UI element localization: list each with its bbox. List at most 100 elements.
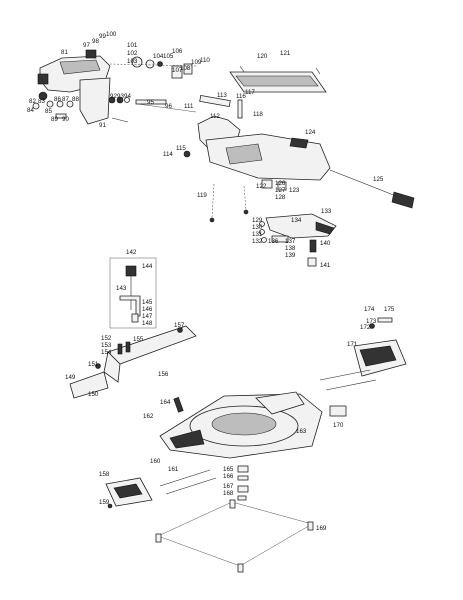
- callout-label: 124: [305, 129, 316, 136]
- rail-assembly: [229, 65, 327, 93]
- callout-label: 158: [99, 471, 110, 478]
- callout-label: 138: [285, 245, 296, 252]
- callout-label: 102: [127, 50, 138, 57]
- callout-label: 92: [110, 93, 117, 100]
- callout-label: 168: [223, 490, 234, 497]
- callout-label: 147: [142, 313, 153, 320]
- callout-label: 146: [142, 306, 153, 313]
- callout-label: 99: [99, 33, 106, 40]
- callout-label: 143: [116, 285, 127, 292]
- callout-label: 142: [126, 249, 137, 256]
- callout-label: 85: [45, 108, 52, 115]
- callout-label: 150: [88, 391, 99, 398]
- callout-label: 83: [38, 98, 45, 105]
- callout-label: 112: [210, 113, 220, 120]
- callout-label: 175: [384, 306, 395, 313]
- callout-label: 87: [62, 96, 69, 103]
- callout-label: 109: [191, 59, 202, 66]
- callout-label: 129: [252, 217, 263, 224]
- callout-label: 90: [62, 116, 69, 123]
- callout-label: 81: [61, 49, 68, 56]
- callout-label: 95: [147, 99, 154, 106]
- support-extension: [105, 477, 153, 509]
- callout-label: 149: [65, 374, 76, 381]
- left-fence: [69, 325, 197, 399]
- callout-label: 123: [289, 187, 300, 194]
- callout-label: 153: [101, 342, 112, 349]
- callout-label: 170: [333, 422, 344, 429]
- callout-label: 94: [124, 93, 131, 100]
- callout-label: 88: [72, 96, 79, 103]
- callout-label: 136: [268, 238, 279, 245]
- callout-label: 100: [106, 31, 117, 38]
- callout-label: 156: [158, 371, 169, 378]
- callout-label: 103: [127, 58, 138, 65]
- callout-label: 117: [245, 89, 255, 96]
- callout-label: 134: [291, 217, 302, 224]
- callout-label: 169: [316, 525, 327, 532]
- callout-label: 126: [275, 180, 286, 187]
- base-frame: [155, 499, 314, 573]
- callout-label: 91: [99, 122, 106, 129]
- callout-label: 154: [101, 349, 112, 356]
- callout-label: 119: [197, 192, 207, 199]
- callout-label: 164: [160, 399, 171, 406]
- callout-label: 171: [347, 341, 358, 348]
- callout-label: 106: [172, 48, 183, 55]
- callout-label: 159: [99, 499, 110, 506]
- callout-label: 148: [142, 320, 153, 327]
- callout-label: 116: [236, 93, 246, 100]
- callout-label: 144: [142, 263, 153, 270]
- callout-label: 107: [172, 67, 183, 74]
- callout-label: 165: [223, 466, 234, 473]
- callout-label: 130: [252, 224, 263, 231]
- callout-label: 173: [366, 318, 377, 325]
- callout-label: 128: [275, 194, 286, 201]
- callout-label: 96: [165, 103, 172, 110]
- callout-label: 151: [88, 361, 99, 368]
- callout-label: 160: [150, 458, 161, 465]
- callout-label: 141: [320, 262, 331, 269]
- callout-label: 157: [174, 322, 185, 329]
- bevel-guard-assembly: [183, 94, 415, 223]
- hold-down-clamp: [109, 257, 157, 329]
- callout-label: 131: [252, 231, 263, 238]
- callout-label: 82: [29, 98, 36, 105]
- callout-label: 84: [27, 107, 34, 114]
- callout-label: 167: [223, 483, 234, 490]
- callout-label: 122: [256, 183, 267, 190]
- callout-label: 125: [373, 176, 384, 183]
- callout-label: 120: [257, 53, 268, 60]
- callout-label: 121: [280, 50, 291, 57]
- callout-label: 113: [217, 92, 227, 99]
- callout-label: 161: [168, 466, 179, 473]
- callout-label: 140: [320, 240, 331, 247]
- callout-label: 93: [117, 93, 124, 100]
- callout-label: 115: [176, 145, 186, 152]
- callout-label: 163: [296, 428, 307, 435]
- callout-label: 89: [51, 116, 58, 123]
- callout-label: 105: [163, 53, 174, 60]
- lock-lever-assembly: [259, 213, 337, 267]
- motor-arm-assembly: [32, 49, 199, 125]
- callout-label: 86: [54, 96, 61, 103]
- callout-label: 132: [252, 238, 263, 245]
- callout-label: 166: [223, 473, 234, 480]
- callout-label: 97: [83, 42, 90, 49]
- callout-label: 114: [163, 151, 173, 158]
- callout-label: 155: [133, 336, 144, 343]
- callout-label: 111: [184, 103, 194, 110]
- callout-label: 139: [285, 252, 296, 259]
- callout-label: 110: [200, 57, 210, 64]
- callout-label: 101: [127, 42, 138, 49]
- callout-label: 108: [180, 65, 191, 72]
- right-fence: [319, 317, 407, 391]
- callout-label: 145: [142, 299, 153, 306]
- callout-label: 127: [275, 187, 286, 194]
- callout-label: 98: [92, 38, 99, 45]
- callout-label: 104: [153, 53, 164, 60]
- callout-label: 137: [285, 238, 296, 245]
- callout-label: 172: [360, 324, 371, 331]
